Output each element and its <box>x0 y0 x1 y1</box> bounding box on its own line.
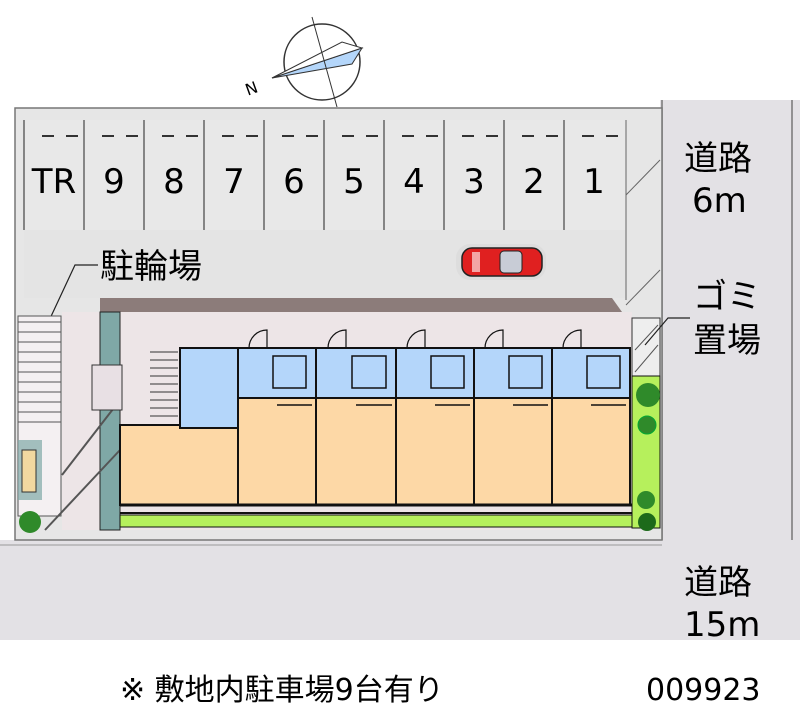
parking-stall-2: 2 <box>523 162 545 202</box>
apartment-unit <box>237 329 317 506</box>
bicycle-parking-label: 駐輪場 <box>100 247 202 287</box>
greenery-right <box>18 317 661 533</box>
parking-stall-3: 3 <box>463 162 485 202</box>
road-top-name: 道路 <box>684 139 752 179</box>
apartment-unit <box>551 329 631 506</box>
apartment-unit <box>315 329 397 506</box>
door-icon <box>406 329 426 349</box>
property-code: 009923 <box>646 673 761 708</box>
parking-stall-7: 7 <box>223 162 245 202</box>
road-bottom-width: 15m <box>684 605 760 645</box>
apartment-unit <box>395 329 475 506</box>
building <box>44 311 633 531</box>
roof-band <box>100 298 622 312</box>
parking-stall-4: 4 <box>403 162 425 202</box>
footer-note: ※ 敷地内駐車場9台有り <box>120 673 444 708</box>
parking-stall-9: 9 <box>103 162 125 202</box>
compass-north-label: N <box>243 78 261 100</box>
parking-stall-6: 6 <box>283 162 305 202</box>
door-icon <box>562 329 582 349</box>
door-icon <box>248 329 268 349</box>
garbage-area-label-2: 置場 <box>693 321 761 361</box>
greenery-strip <box>119 514 633 528</box>
road-15m <box>0 540 800 640</box>
door-icon <box>484 329 504 349</box>
parking-stall-5: 5 <box>343 162 365 202</box>
road-top-width: 6m <box>692 181 747 221</box>
parking-stall-tr: TR <box>31 162 76 202</box>
door-icon <box>327 329 347 349</box>
parking-stall-1: 1 <box>583 162 605 202</box>
parking-stall-8: 8 <box>163 162 185 202</box>
car-icon <box>456 244 546 280</box>
garbage-area-label-1: ゴミ <box>693 277 761 317</box>
compass-icon: N <box>243 16 364 108</box>
apartment-unit <box>473 329 553 506</box>
road-bottom-name: 道路 <box>684 563 752 603</box>
